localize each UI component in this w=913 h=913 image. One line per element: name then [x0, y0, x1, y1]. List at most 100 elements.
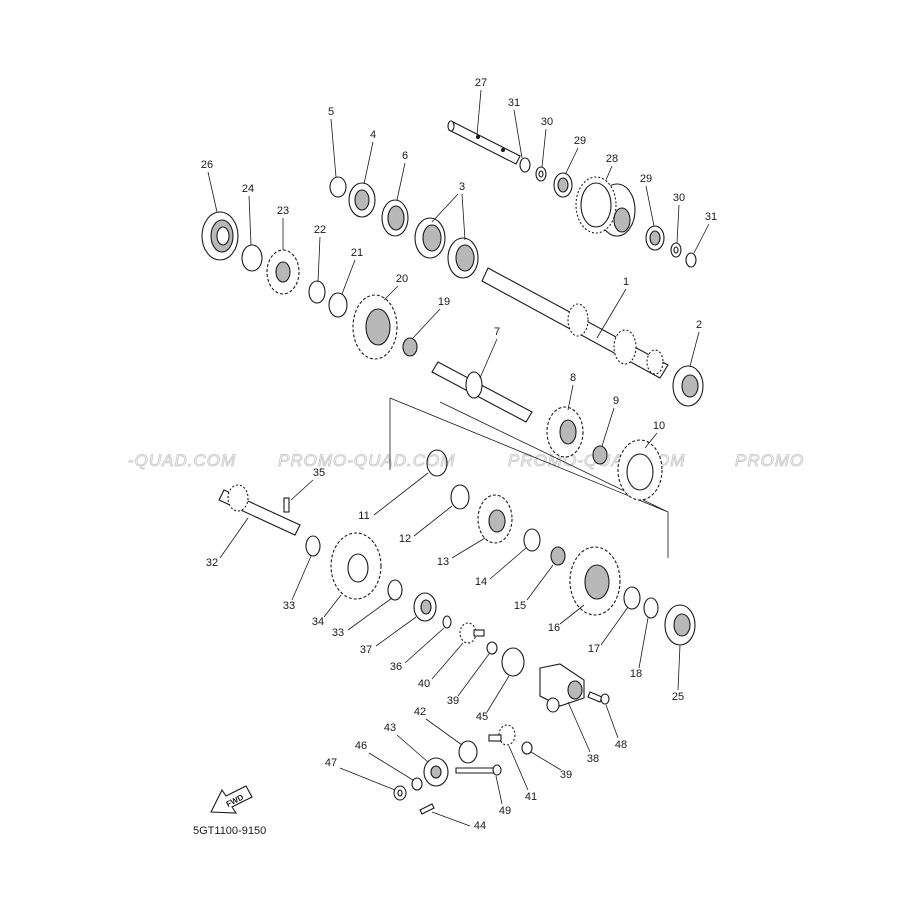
- bearing-25: [664, 604, 696, 646]
- nut-47: [393, 785, 407, 801]
- callout-42: 42: [414, 706, 426, 718]
- shaft-27: [447, 120, 521, 165]
- clip-33-lower: [387, 579, 403, 601]
- callout-33-lower: 33: [332, 627, 344, 639]
- bolt-49: [455, 764, 502, 776]
- gear-40: [459, 622, 485, 644]
- callout-5: 5: [328, 106, 334, 118]
- gear-16: [569, 546, 621, 616]
- callout-33-upper: 33: [283, 600, 295, 612]
- ring-11: [426, 449, 448, 477]
- washer-46: [411, 777, 423, 791]
- clip-31-upper: [519, 157, 531, 173]
- callout-45: 45: [476, 711, 488, 723]
- callout-19: 19: [438, 296, 450, 308]
- callout-14: 14: [475, 576, 487, 588]
- bearing-2: [672, 365, 704, 407]
- callout-10: 10: [653, 420, 665, 432]
- callout-25: 25: [672, 691, 684, 703]
- pin-35: [283, 497, 290, 513]
- callout-6: 6: [402, 150, 408, 162]
- callout-20: 20: [396, 273, 408, 285]
- callout-15: 15: [514, 600, 526, 612]
- callout-3: 3: [459, 181, 465, 193]
- callout-30-lower: 30: [673, 192, 685, 204]
- ring-5: [329, 176, 347, 198]
- bearing-4: [348, 182, 376, 218]
- callout-2: 2: [696, 319, 702, 331]
- washer-17: [623, 586, 641, 610]
- callout-21: 21: [351, 247, 363, 259]
- callout-8: 8: [570, 372, 576, 384]
- callout-31-upper: 31: [508, 97, 520, 109]
- callout-35: 35: [313, 467, 325, 479]
- gear-41: [488, 724, 516, 746]
- callout-29-lower: 29: [640, 173, 652, 185]
- callout-30-upper: 30: [541, 116, 553, 128]
- callout-39-lower: 39: [560, 769, 572, 781]
- housing-43: [423, 757, 449, 787]
- callout-41: 41: [525, 791, 537, 803]
- gear-8: [546, 406, 584, 458]
- callout-24: 24: [242, 183, 254, 195]
- callout-38: 38: [587, 753, 599, 765]
- catalog-code: 5GT1100-9150: [193, 825, 266, 837]
- callout-18: 18: [630, 668, 642, 680]
- callout-16: 16: [548, 622, 560, 634]
- callout-4: 4: [370, 129, 376, 141]
- callout-31-lower: 31: [705, 211, 717, 223]
- oring-45: [501, 647, 525, 677]
- bearing-37: [413, 592, 437, 622]
- callout-43: 43: [384, 722, 396, 734]
- bolt-44: [419, 803, 435, 815]
- callout-49: 49: [499, 805, 511, 817]
- callout-11: 11: [358, 510, 369, 522]
- shaft-7: [431, 361, 533, 423]
- washer-39-lower: [521, 741, 533, 755]
- bearing-3b: [447, 237, 479, 279]
- bearing-29-lower: [645, 225, 665, 251]
- callout-12: 12: [399, 533, 411, 545]
- fwd-arrow-icon: FWD: [210, 785, 253, 814]
- watermark-4: PROMO: [735, 451, 804, 470]
- watermark-row: -QUAD.COM PROMO-QUAD.COM PROMO-QUAD.COM …: [128, 451, 804, 471]
- housing-38: [539, 663, 585, 713]
- washer-39-upper: [486, 641, 498, 655]
- bearing-29-upper: [553, 172, 573, 198]
- callout-32: 32: [206, 557, 218, 569]
- washer-30-upper: [535, 166, 547, 182]
- gear-34: [330, 532, 382, 600]
- oring-42: [458, 740, 478, 764]
- dog-13: [477, 494, 513, 544]
- watermark-1: -QUAD.COM: [128, 451, 236, 470]
- seal-6: [381, 199, 409, 237]
- clip-31-lower: [685, 252, 697, 268]
- callout-1: 1: [623, 276, 629, 288]
- callout-9: 9: [613, 395, 619, 407]
- clip-33-upper: [305, 535, 321, 557]
- bolt-48: [587, 691, 610, 705]
- callout-23: 23: [277, 205, 289, 217]
- callout-17: 17: [588, 643, 600, 655]
- clip-12: [450, 484, 470, 510]
- callout-40: 40: [418, 678, 430, 690]
- callout-7: 7: [494, 326, 500, 338]
- clip-22: [308, 280, 326, 304]
- callout-13: 13: [437, 556, 449, 568]
- gear-28: [575, 176, 636, 237]
- bushing-9: [592, 445, 608, 465]
- callout-39-upper: 39: [447, 695, 459, 707]
- hub-23: [266, 249, 300, 295]
- bushing-19: [402, 337, 418, 357]
- clip-18: [643, 597, 659, 619]
- shaft-1: [481, 267, 669, 379]
- bearing-26: [201, 211, 239, 261]
- washer-30-lower: [670, 242, 682, 258]
- callout-46: 46: [355, 740, 367, 752]
- callout-34: 34: [312, 616, 324, 628]
- callout-27: 27: [475, 77, 487, 89]
- gear-20: [352, 294, 398, 360]
- bushing-15: [550, 546, 566, 566]
- callout-47: 47: [325, 757, 337, 769]
